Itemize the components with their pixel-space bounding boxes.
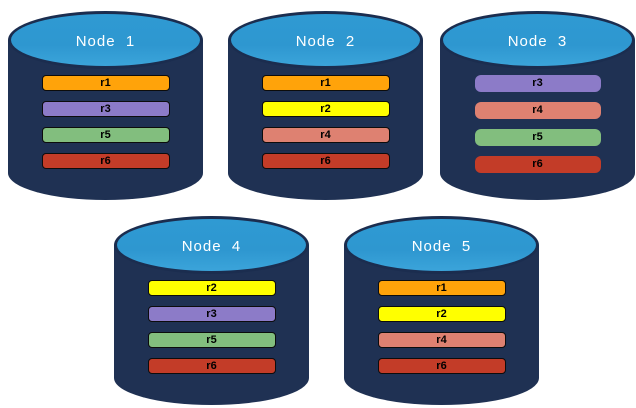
replica-bar: r5 [474,129,601,146]
cylinder-top: Node 1 [8,11,203,69]
replica-bar: r1 [41,75,170,91]
replica-bar: r5 [41,127,170,143]
replica-bar: r2 [261,101,390,117]
replica-bar: r3 [41,101,170,117]
replica-bar: r4 [261,127,390,143]
replica-bar: r3 [147,306,276,322]
replica-bar: r4 [474,102,601,119]
node-label: Node 2 [295,32,356,50]
replica-list: r3 r4 r5 r6 [440,75,635,183]
replica-bar: r1 [377,280,506,296]
replica-bar: r6 [41,153,170,169]
replica-bar: r6 [147,358,276,374]
node-3-cylinder: Node 3 r3 r4 r5 r6 [440,11,635,200]
node-label: Node 3 [507,32,568,50]
replica-list: r1 r2 r4 r6 [228,75,423,179]
replica-bar: r2 [377,306,506,322]
replica-bar: r6 [474,156,601,173]
cylinder-top: Node 4 [114,216,309,274]
node-label: Node 1 [75,32,136,50]
replica-bar: r3 [474,75,601,92]
replica-bar: r6 [261,153,390,169]
replica-bar: r1 [261,75,390,91]
replica-list: r1 r3 r5 r6 [8,75,203,179]
replica-list: r1 r2 r4 r6 [344,280,539,384]
cylinder-top: Node 2 [228,11,423,69]
node-5-cylinder: Node 5 r1 r2 r4 r6 [344,216,539,405]
replica-bar: r6 [377,358,506,374]
replica-bar: r4 [377,332,506,348]
replica-bar: r5 [147,332,276,348]
node-label: Node 5 [411,237,472,255]
node-label: Node 4 [181,237,242,255]
replica-list: r2 r3 r5 r6 [114,280,309,384]
node-2-cylinder: Node 2 r1 r2 r4 r6 [228,11,423,200]
node-1-cylinder: Node 1 r1 r3 r5 r6 [8,11,203,200]
node-4-cylinder: Node 4 r2 r3 r5 r6 [114,216,309,405]
cylinder-top: Node 3 [440,11,635,69]
replica-bar: r2 [147,280,276,296]
cylinder-top: Node 5 [344,216,539,274]
